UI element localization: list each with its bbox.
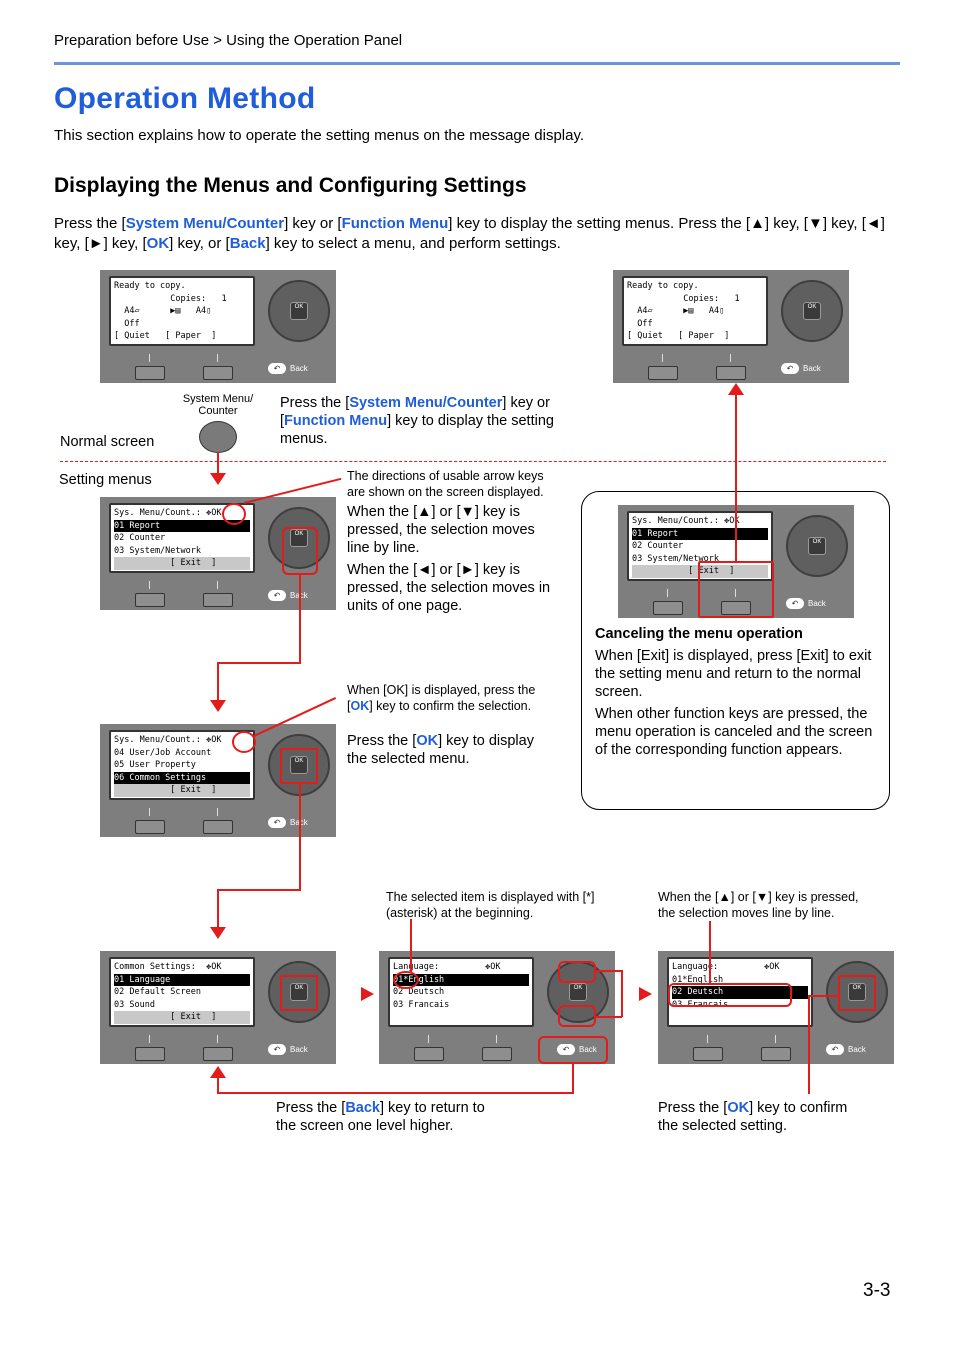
arrow-keypad[interactable]: OK [826,961,888,1023]
callout-ok-key-common [280,975,318,1011]
softkey-right[interactable] [203,366,233,380]
back-key[interactable]: ↶Back [557,1043,601,1057]
softkey-right[interactable] [716,366,746,380]
back-arrow-icon: ↶ [786,598,804,610]
arrow-keypad[interactable]: OK [268,507,330,569]
softkey-right[interactable] [721,601,751,615]
back-key[interactable]: ↶Back [786,597,830,611]
back-key[interactable]: ↶Back [268,362,312,376]
arrow-keypad[interactable]: OK [268,961,330,1023]
back-key[interactable]: ↶Back [268,589,312,603]
back-key[interactable]: ↶Back [268,816,312,830]
callout-back-key [538,1036,608,1064]
back-arrow-icon: ↶ [826,1044,844,1056]
note-confirm: Press the [OK] key to confirm the select… [658,1100,848,1134]
note-asterisk: The selected item is displayed with [*] … [386,890,595,920]
callout-asterisk [393,971,419,989]
note-leftright: When the [◄] or [►] key is pressed, the … [347,562,551,614]
softkey-left[interactable] [653,601,683,615]
callout-down-key [558,1005,596,1027]
note-updown-2: When the [▲] or [▼] key is pressed, the … [658,890,859,920]
arrow-keypad[interactable]: OK [781,280,843,342]
softkey-right[interactable] [761,1047,791,1061]
note-press-ok: Press the [OK] key to display the select… [347,733,534,767]
softkey-left[interactable] [693,1047,723,1061]
softkey-right[interactable] [482,1047,512,1061]
softkey-left[interactable] [135,820,165,834]
callout-ok-key-lang [838,975,876,1011]
cancel-text-2: When other function keys are pressed, th… [595,706,873,758]
softkey-right[interactable] [203,1047,233,1061]
system-menu-key[interactable] [199,421,237,453]
arrow-up-icon [210,1066,226,1078]
callout-ok-key [280,748,318,784]
cancel-title: Canceling the menu operation [595,626,803,642]
note-directions: The directions of usable arrow keys are … [347,469,544,499]
lcd-screen: Ready to copy. Copies: 1 A4▱ ▶▤ A4▯ Off[… [109,276,255,346]
note-updown: When the [▲] or [▼] key is pressed, the … [347,504,535,556]
back-arrow-icon: ↶ [781,363,799,375]
callout-up-key [558,961,596,983]
section-heading: Displaying the Menus and Configuring Set… [54,174,527,197]
note-back: Press the [Back] key to return to the sc… [276,1100,485,1134]
setting-menus-label: Setting menus [59,472,152,488]
softkey-right[interactable] [203,593,233,607]
ok-key[interactable]: OK [848,983,866,1001]
back-arrow-icon: ↶ [557,1044,575,1056]
lcd-screen: Ready to copy. Copies: 1 A4▱ ▶▤ A4▯ Off[… [622,276,768,346]
ok-key[interactable]: OK [808,537,826,555]
softkey-left[interactable] [414,1047,444,1061]
page-title: Operation Method [54,82,316,115]
ok-key[interactable]: OK [290,302,308,320]
note-ok-displayed: When [OK] is displayed, press the [OK] k… [347,683,536,713]
ok-key[interactable]: OK [569,983,587,1001]
page-number: 3-3 [863,1280,891,1301]
system-menu-key-label: System Menu/ Counter [182,393,254,417]
softkey-left[interactable] [135,366,165,380]
callout-deutsch [668,983,792,1007]
arrow-keypad[interactable]: OK [268,280,330,342]
panel-normal-right: Ready to copy. Copies: 1 A4▱ ▶▤ A4▯ Off[… [613,270,849,383]
callout-exit-key [698,561,774,618]
panel-normal-left: Ready to copy. Copies: 1 A4▱ ▶▤ A4▯ Off[… [100,270,336,383]
ok-key[interactable]: OK [803,302,821,320]
callout-ok-indicator [232,731,256,753]
ok-key[interactable]: OK [290,529,308,547]
back-arrow-icon: ↶ [268,817,286,829]
back-key[interactable]: ↶Back [268,1043,312,1057]
dashed-divider [60,461,886,462]
back-arrow-icon: ↶ [268,363,286,375]
back-arrow-icon: ↶ [268,1044,286,1056]
arrow-right-icon [361,987,374,1001]
callout-arrow-indicator [222,503,246,525]
ok-key[interactable]: OK [290,983,308,1001]
normal-screen-label: Normal screen [60,434,155,450]
section-paragraph: Press the [System Menu/Counter] key or [… [54,215,885,252]
breadcrumb: Preparation before Use > Using the Opera… [54,32,403,49]
softkey-left[interactable] [135,1047,165,1061]
softkey-left[interactable] [648,366,678,380]
cancel-text-1: When [Exit] is displayed, press [Exit] t… [595,648,872,700]
softkey-right[interactable] [203,820,233,834]
back-key[interactable]: ↶Back [826,1043,870,1057]
arrow-keypad[interactable]: OK [786,515,848,577]
callout-updown-keys [282,527,318,575]
header-rule [54,62,900,65]
ok-key[interactable]: OK [290,756,308,774]
back-key[interactable]: ↶Back [781,362,825,376]
back-arrow-icon: ↶ [268,590,286,602]
arrow-right-icon [639,987,652,1001]
softkey-left[interactable] [135,593,165,607]
intro-text: This section explains how to operate the… [54,127,585,144]
note-press-system-menu: Press the [System Menu/Counter] key or [… [280,395,554,447]
